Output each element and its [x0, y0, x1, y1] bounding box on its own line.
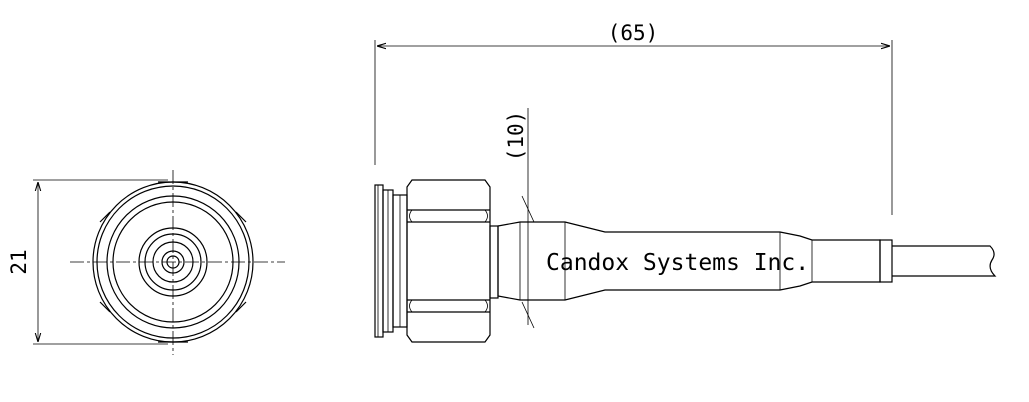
- contact-circle: [161, 250, 185, 274]
- insulator-circle: [138, 227, 208, 297]
- center-pin-circle: [166, 255, 180, 269]
- hex-chamfer-1: [409, 209, 413, 223]
- dim-10-tick-bottom: [521, 301, 535, 329]
- hex-chamfer-3: [409, 299, 413, 313]
- contact-outer-circle: [152, 241, 194, 283]
- front-view: 21: [7, 170, 285, 355]
- rear-collar: [489, 225, 499, 299]
- body-circle: [106, 195, 240, 329]
- cable: [892, 245, 997, 277]
- hex-chamfer-2: [484, 209, 488, 223]
- side-view: (65) (10) Candox Sys: [374, 21, 997, 343]
- nut-flat-bottom-right: [235, 301, 247, 313]
- hex-chamfer-4: [484, 299, 488, 313]
- nut-flat-top-left: [99, 211, 111, 223]
- dim-65-label: (65): [608, 21, 659, 45]
- dim-21-label: 21: [7, 249, 31, 274]
- dim-10-label: (10): [504, 111, 528, 162]
- flange-face: [374, 184, 384, 338]
- dim-10-tick-top: [521, 195, 535, 223]
- outer-nut-inner-circle: [96, 185, 250, 339]
- nut-flat-bottom-left: [99, 301, 111, 313]
- brand-label: Candox Systems Inc.: [546, 250, 809, 276]
- boot-end-ring: [879, 239, 893, 283]
- insulator-inner-circle: [144, 233, 202, 291]
- body-inner-circle: [112, 201, 234, 323]
- coupling-nut-outline: [406, 179, 491, 343]
- nut-flat-top-right: [235, 211, 247, 223]
